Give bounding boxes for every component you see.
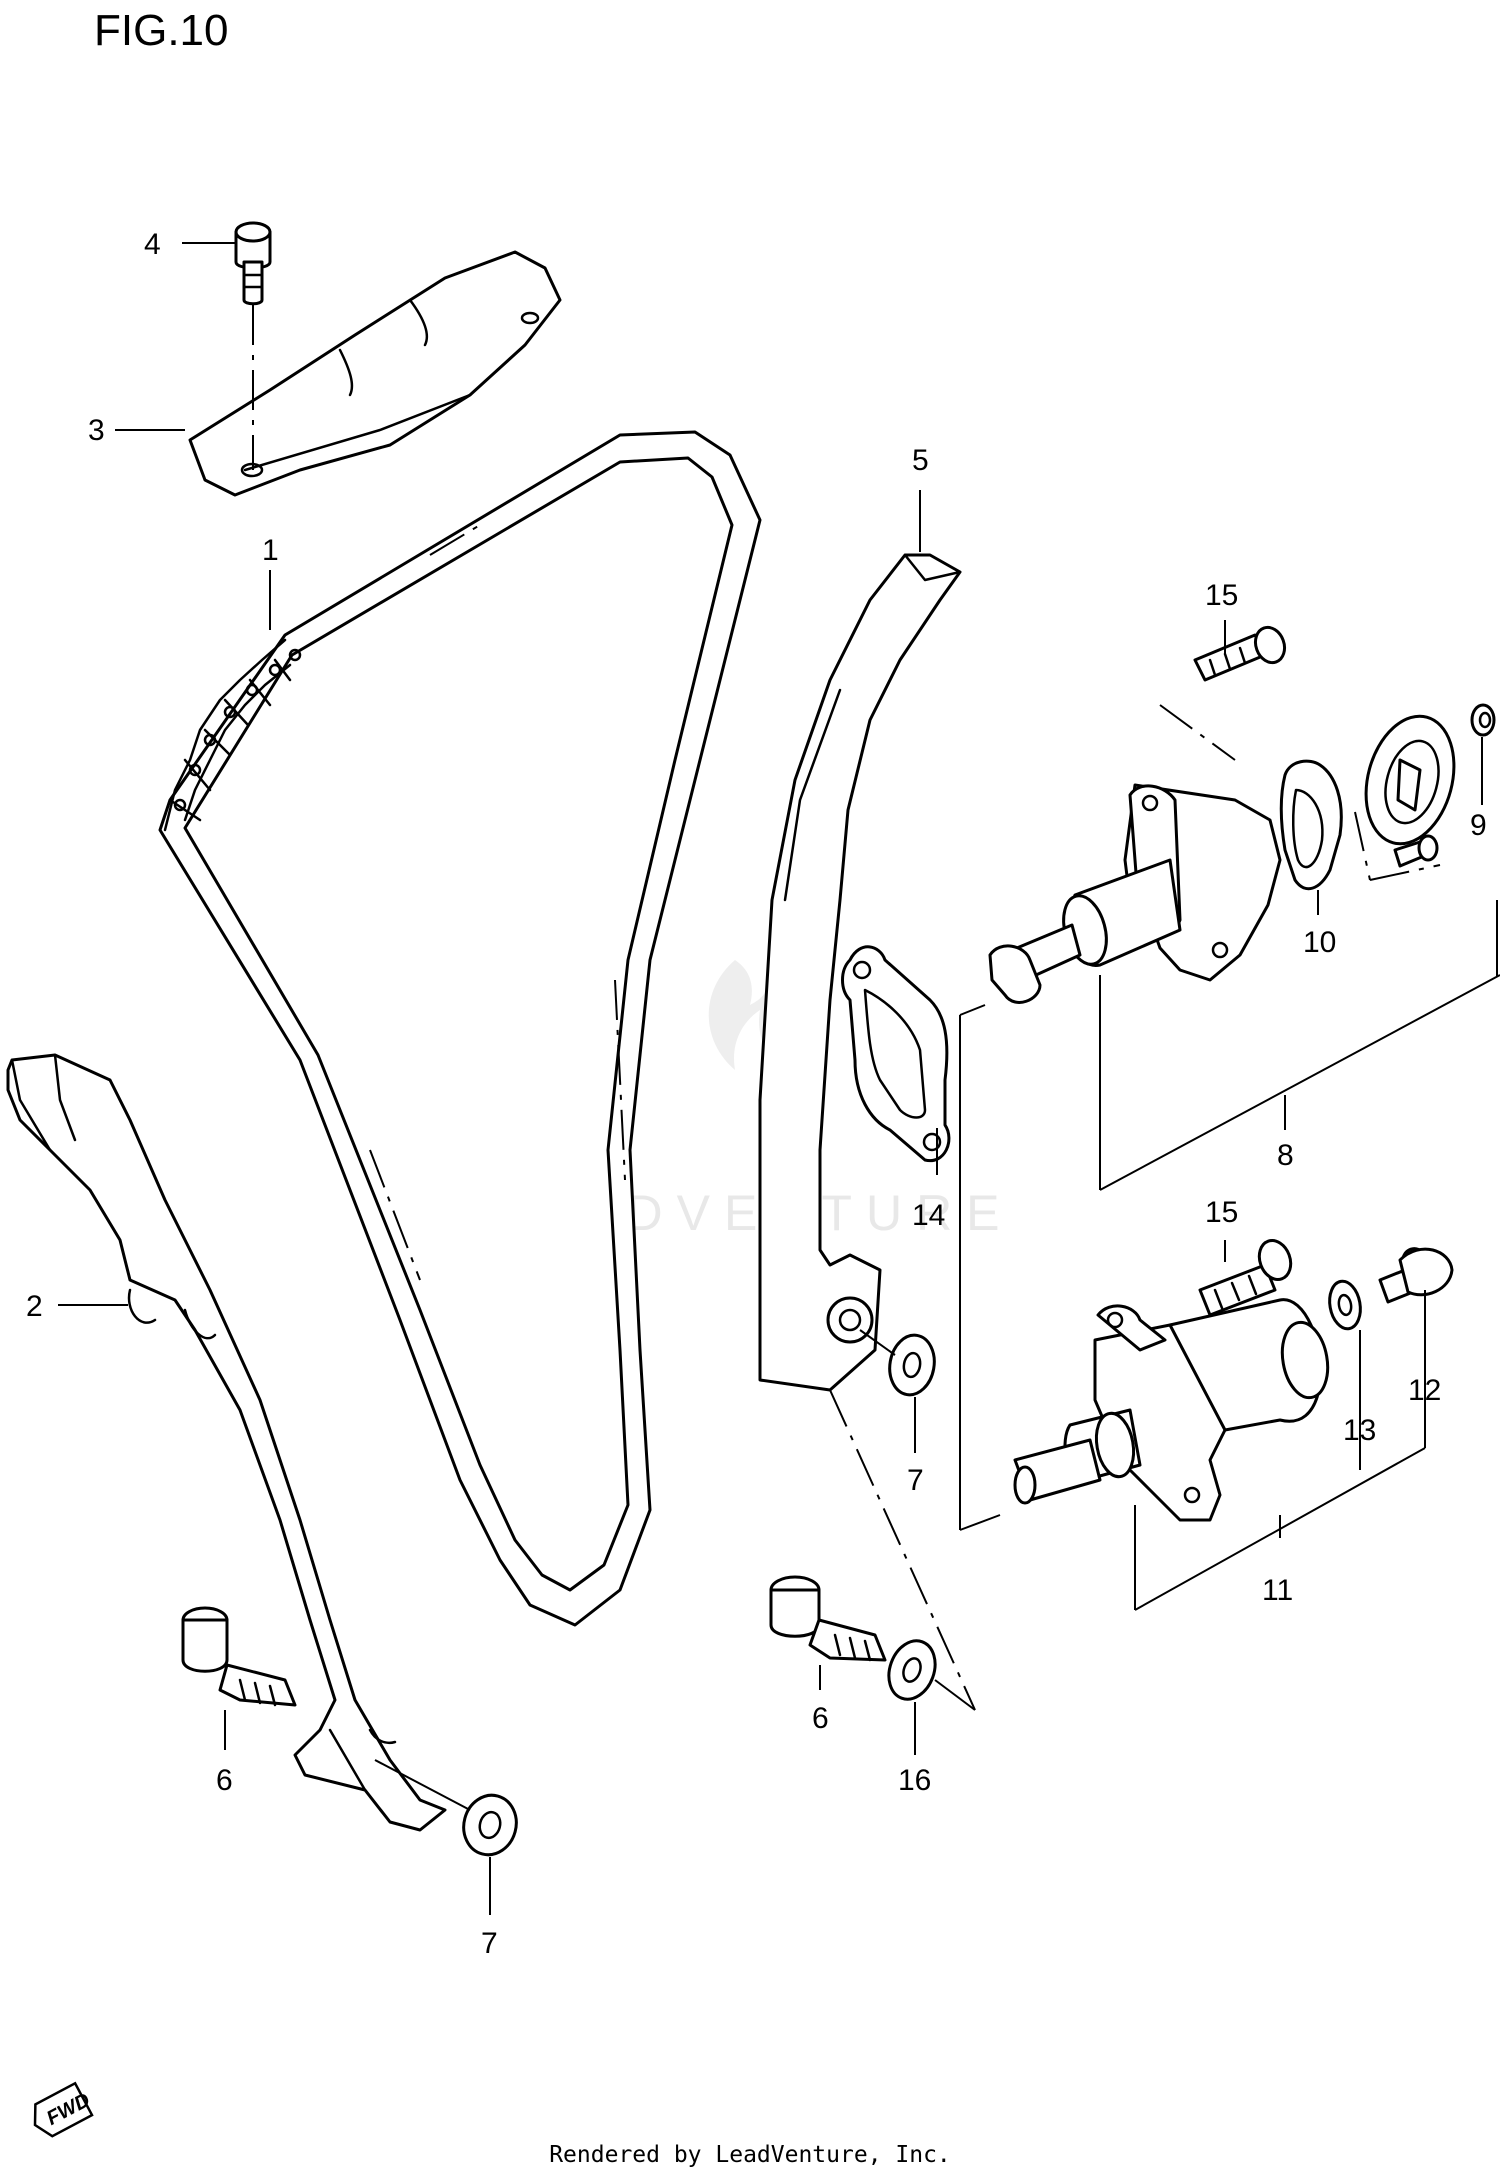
leader-arm-to-washer xyxy=(829,1389,976,1711)
part-2-chain-guide-left xyxy=(6,1053,447,1832)
callout-10: 10 xyxy=(1303,926,1336,959)
leader-15-upper xyxy=(1159,704,1236,761)
assembly-brackets xyxy=(959,900,1500,1611)
part-10-gasket xyxy=(1279,759,1343,891)
part-12-bolt xyxy=(1378,1247,1454,1304)
part-13-washer xyxy=(1328,1279,1362,1331)
callout-13: 13 xyxy=(1343,1414,1376,1447)
leader-guide-to-washer xyxy=(374,1759,471,1811)
part-5-tensioner-arm xyxy=(758,553,962,1392)
callout-15-upper: 15 xyxy=(1205,579,1238,612)
part-7-washer-right xyxy=(888,1333,936,1397)
callout-2: 2 xyxy=(26,1290,43,1323)
callout-labels: 4 3 1 2 5 15 9 10 8 14 15 12 13 7 11 6 6… xyxy=(26,228,1487,1960)
chain-link-detail xyxy=(163,638,302,832)
callout-6-left: 6 xyxy=(216,1764,233,1797)
part-6-pivot-bolt-left xyxy=(181,1606,297,1707)
part-3-upper-chain-guide xyxy=(188,250,562,497)
callout-4: 4 xyxy=(144,228,161,261)
callout-3: 3 xyxy=(88,414,105,447)
leader-16 xyxy=(934,1679,976,1711)
leader-cap-b xyxy=(1354,811,1371,881)
callout-7-left: 7 xyxy=(481,1927,498,1960)
callout-15-lower: 15 xyxy=(1205,1196,1238,1229)
leader-arm-to-washer7 xyxy=(859,1329,896,1356)
part-7-washer-left xyxy=(462,1793,518,1857)
part-15-bolt-lower xyxy=(1198,1239,1293,1317)
callout-7-right: 7 xyxy=(907,1464,924,1497)
part-6-pivot-bolt-right xyxy=(769,1575,887,1662)
callout-12: 12 xyxy=(1408,1374,1441,1407)
figure-title: FIG.10 xyxy=(94,6,229,55)
footer-credit: Rendered by LeadVenture, Inc. xyxy=(549,2142,951,2168)
part-15-bolt-upper xyxy=(1193,625,1287,682)
part-1-cam-chain xyxy=(158,430,762,1627)
part-cap-and-bolt xyxy=(1364,714,1456,868)
callout-16: 16 xyxy=(898,1764,931,1797)
callout-14: 14 xyxy=(912,1199,945,1232)
part-9-o-ring xyxy=(1470,703,1496,737)
part-11-tensioner-assembly-lower xyxy=(1013,1298,1330,1522)
callout-11: 11 xyxy=(1262,1574,1293,1607)
fwd-arrow-icon: FWD xyxy=(33,2081,94,2138)
callout-5: 5 xyxy=(912,444,929,477)
leader-cap xyxy=(1369,864,1441,881)
chain-break-marks xyxy=(369,524,626,1281)
callout-1: 1 xyxy=(262,534,279,567)
callout-9: 9 xyxy=(1470,809,1487,842)
part-8-tensioner-assembly-upper xyxy=(988,783,1282,1004)
callout-6-right: 6 xyxy=(812,1702,829,1735)
part-14-gasket xyxy=(841,945,951,1163)
callout-8: 8 xyxy=(1277,1139,1294,1172)
part-4-bolt xyxy=(234,221,272,306)
callout-leaders xyxy=(58,242,1483,1915)
part-16-washer xyxy=(887,1639,937,1701)
